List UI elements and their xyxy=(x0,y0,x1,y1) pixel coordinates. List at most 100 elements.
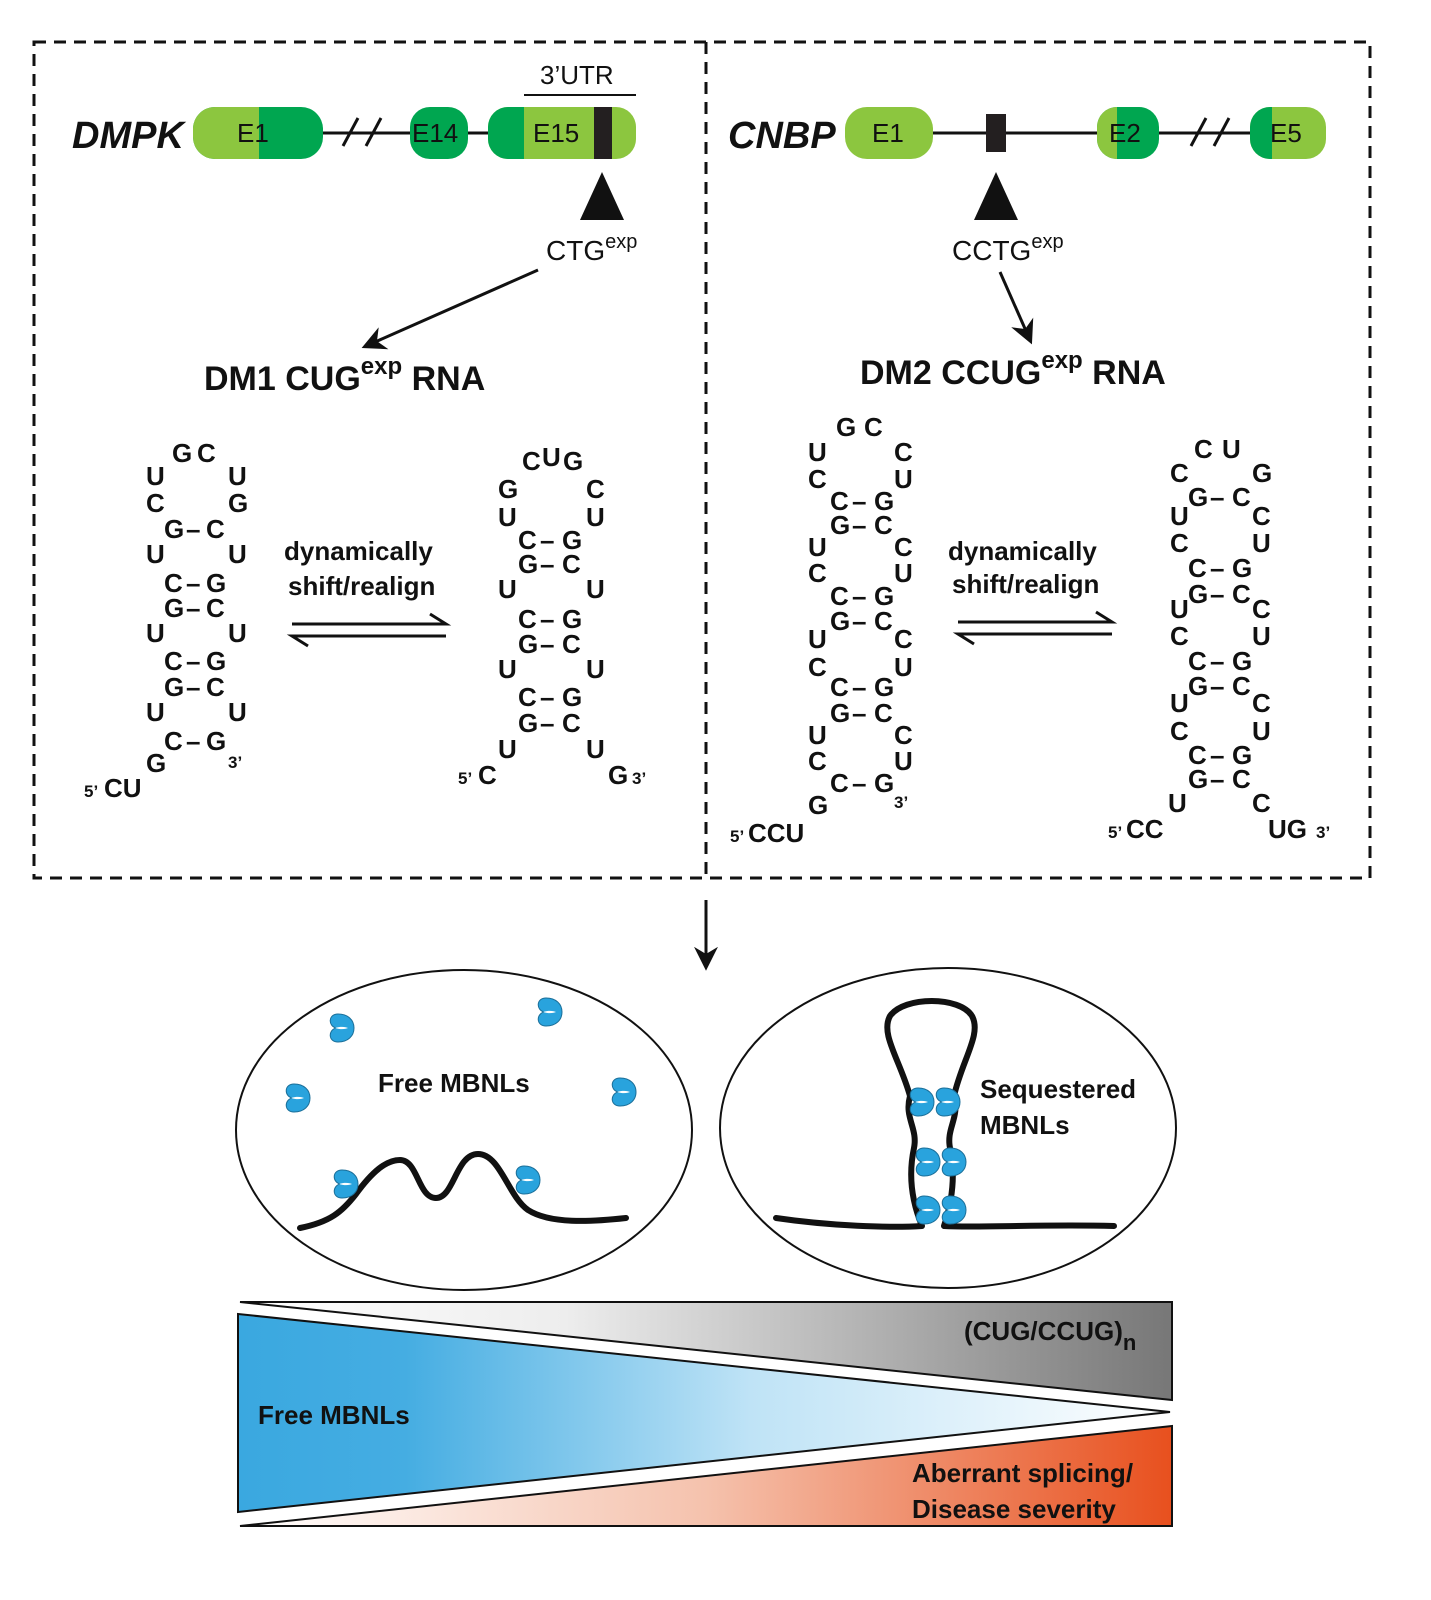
svg-text:C: C xyxy=(1194,434,1213,464)
disease-severity-label: Disease severity xyxy=(912,1494,1116,1524)
three-prime-label: 3’ xyxy=(632,769,646,788)
svg-text:U: U xyxy=(808,437,827,467)
svg-text:–: – xyxy=(852,606,866,636)
svg-text:U: U xyxy=(228,697,247,727)
three-prime-label: 3’ xyxy=(228,753,242,772)
svg-text:G: G xyxy=(874,768,894,798)
svg-text:U: U xyxy=(498,654,517,684)
exon-label: E2 xyxy=(1109,118,1141,148)
unstructured-rna xyxy=(297,1150,629,1231)
svg-text:C: C xyxy=(164,568,183,598)
dm1-shift-equilibrium: dynamically shift/realign xyxy=(284,536,452,648)
svg-text:C: C xyxy=(164,646,183,676)
hairpin-5-end: CU xyxy=(104,773,142,803)
svg-text:–: – xyxy=(540,604,554,634)
svg-text:G: G xyxy=(164,514,184,544)
repeat-length-label: (CUG/CCUG)n xyxy=(964,1316,1136,1355)
svg-text:G: G xyxy=(206,568,226,598)
svg-text:C: C xyxy=(1232,482,1251,512)
svg-text:C: C xyxy=(1252,501,1271,531)
svg-text:C: C xyxy=(1232,764,1251,794)
svg-text:G: G xyxy=(498,474,518,504)
svg-text:–: – xyxy=(186,568,200,598)
dmpk-break-mark-a xyxy=(341,117,360,147)
dm2-rna-title: DM2 CCUGexp RNA xyxy=(860,347,1166,392)
svg-text:G: G xyxy=(172,438,192,468)
svg-text:C: C xyxy=(874,606,893,636)
svg-text:U: U xyxy=(894,558,913,588)
cnbp-break-mark-b xyxy=(1212,117,1231,147)
svg-text:C: C xyxy=(808,558,827,588)
svg-text:C: C xyxy=(206,514,225,544)
shift-label-1: dynamically xyxy=(948,536,1097,566)
svg-text:C: C xyxy=(164,726,183,756)
cell-free-mbnls: Free MBNLs xyxy=(235,969,693,1291)
svg-text:U: U xyxy=(146,618,165,648)
dmpk-break-mark-b xyxy=(364,117,383,147)
svg-text:C: C xyxy=(874,510,893,540)
svg-text:G: G xyxy=(228,488,248,518)
hairpin-5-end: CC xyxy=(1126,814,1164,844)
svg-text:C: C xyxy=(206,672,225,702)
svg-text:–: – xyxy=(1210,579,1224,609)
svg-text:G: G xyxy=(146,748,166,778)
svg-text:C: C xyxy=(1232,579,1251,609)
svg-text:U: U xyxy=(1252,528,1271,558)
five-prime-label: 5’ xyxy=(730,827,744,846)
cell-sequestered-mbnls: Sequestered MBNLs xyxy=(719,967,1177,1289)
svg-text:U: U xyxy=(228,618,247,648)
svg-text:G: G xyxy=(164,593,184,623)
svg-text:U: U xyxy=(542,442,561,472)
svg-text:C: C xyxy=(830,486,849,516)
svg-text:G: G xyxy=(1232,646,1252,676)
svg-text:–: – xyxy=(852,486,866,516)
cctg-exp-label: CCTGexp xyxy=(952,231,1064,266)
svg-text:G: G xyxy=(1232,740,1252,770)
svg-text:–: – xyxy=(1210,764,1224,794)
svg-text:C: C xyxy=(1188,646,1207,676)
svg-text:U: U xyxy=(1252,716,1271,746)
svg-text:–: – xyxy=(1210,553,1224,583)
svg-text:C: C xyxy=(808,652,827,682)
hairpin-5-end: CCU xyxy=(748,818,804,848)
shift-label-2: shift/realign xyxy=(952,569,1099,599)
svg-text:G: G xyxy=(874,672,894,702)
svg-text:C: C xyxy=(206,593,225,623)
cnbp-exon-e1: E1 xyxy=(845,107,933,159)
hairpin-3-end: G xyxy=(608,760,628,790)
svg-text:U: U xyxy=(498,502,517,532)
ctg-exp-label: CTGexp xyxy=(546,231,637,266)
svg-text:C: C xyxy=(1232,671,1251,701)
svg-text:C: C xyxy=(1170,621,1189,651)
cnbp-intron-repeat-block xyxy=(986,114,1006,152)
dmpk-exon-e14: E14 xyxy=(410,107,468,159)
svg-text:C: C xyxy=(562,708,581,738)
svg-text:G: G xyxy=(206,726,226,756)
shift-label-2: shift/realign xyxy=(288,571,435,601)
svg-text:C: C xyxy=(894,532,913,562)
svg-text:C: C xyxy=(830,768,849,798)
svg-text:–: – xyxy=(1210,646,1224,676)
svg-text:C: C xyxy=(1170,528,1189,558)
svg-text:C: C xyxy=(562,629,581,659)
svg-text:G: G xyxy=(1232,553,1252,583)
exon-label: E1 xyxy=(872,118,904,148)
svg-text:U: U xyxy=(1170,594,1189,624)
svg-text:C: C xyxy=(864,412,883,442)
five-prime-label: 5’ xyxy=(458,769,472,788)
svg-text:–: – xyxy=(540,682,554,712)
svg-text:G: G xyxy=(1188,671,1208,701)
svg-text:U: U xyxy=(1222,434,1241,464)
hairpin-3-end: UG xyxy=(1268,814,1307,844)
hairpin-5-end: C xyxy=(478,760,497,790)
svg-text:–: – xyxy=(852,672,866,702)
svg-text:C: C xyxy=(1252,594,1271,624)
svg-text:U: U xyxy=(894,464,913,494)
exon-label: E15 xyxy=(533,118,579,148)
svg-text:–: – xyxy=(1210,671,1224,701)
dm1-rna-title: DM1 CUGexp RNA xyxy=(204,353,485,398)
disease-severity-wedge xyxy=(239,1424,1173,1527)
